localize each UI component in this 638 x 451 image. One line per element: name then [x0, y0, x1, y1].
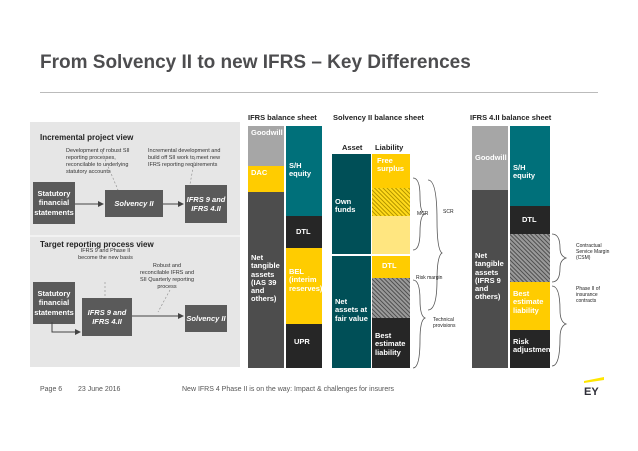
sii-own-funds-label: Own funds [335, 197, 356, 215]
note-incremental: Incremental development and build off SI… [148, 148, 221, 168]
sii-best-estimate-label: Best estimate liability [375, 331, 406, 357]
asset-heading: Asset [342, 143, 363, 152]
footer-page: Page 6 [40, 386, 63, 393]
ifrs-net-tangible: Net tangible assets (IAS 39 and others) [248, 192, 284, 368]
ifrs4-dtl: DTL [510, 206, 550, 234]
ifrs4-risk-adjustment-label: Risk adjustment [513, 337, 554, 355]
sii-net-assets-label: Net assets at fair value [335, 297, 368, 323]
ifrs-dtl: DTL [286, 216, 322, 248]
ifrs-sh-equity: S/H equity [286, 126, 322, 216]
ifrs4-dtl-label: DTL [522, 215, 537, 224]
ifrs-dac-label: DAC [251, 168, 268, 177]
ifrs4-csm-block [510, 234, 550, 282]
left-panel-connectors [30, 151, 240, 335]
ifrs4-csm-label: Contractual Service Margin (CSM) [576, 243, 610, 261]
sii-free-surplus-label: Free surplus [377, 156, 405, 174]
solvency-box-1: Solvency II [105, 190, 163, 217]
statutory-box-1: Statutory financial statements [33, 182, 75, 224]
incremental-heading: Incremental project view [40, 133, 134, 142]
ifrs-goodwill: Goodwill [248, 126, 284, 166]
ifrs48-box: IFRS 9 and IFRS 4.II [185, 185, 227, 223]
ifrs-upr-label: UPR [294, 337, 310, 346]
sii-risk-margin-block [372, 278, 410, 318]
ifrs4-net-tangible: Net tangible assets (IFRS 9 and others) [472, 190, 508, 368]
svg-text:EY: EY [584, 386, 599, 397]
sii-net-assets: Net assets at fair value [332, 256, 371, 368]
liability-heading: Liability [375, 143, 404, 152]
ifrs4-net-tangible-label: Net tangible assets (IFRS 9 and others) [475, 251, 504, 302]
ifrs42-box: IFRS 9 and IFRS 4.II [82, 298, 132, 336]
sii-mcr-block [372, 188, 410, 216]
ifrs4-best-estimate-label: Best estimate liability [513, 289, 544, 315]
sii-dtl: DTL [372, 256, 410, 278]
ifrs4-goodwill: Goodwill [472, 126, 508, 190]
footer-caption: New IFRS 4 Phase II is on the way: Impac… [182, 386, 395, 393]
ifrs-goodwill-label: Goodwill [251, 128, 283, 137]
sii-scr-label: SCR [443, 209, 454, 215]
ifrs4-heading: IFRS 4.II balance sheet [470, 113, 552, 122]
sii-free-surplus: Free surplus [372, 154, 410, 188]
ifrs4-braces [551, 233, 568, 367]
solvency-box-2: Solvency II [185, 305, 227, 332]
ifrs-dac: DAC [248, 166, 284, 192]
ifrs-upr: UPR [286, 324, 322, 368]
ey-logo: EY [584, 377, 604, 397]
ifrs-sh-equity-label: S/H equity [289, 161, 312, 179]
note-phase2: IFRS 9 and Phase II become the new basis [78, 248, 133, 261]
title-divider [40, 92, 598, 93]
ifrs4-risk-adjustment: Risk adjustment [510, 330, 554, 368]
solvency-heading: Solvency II balance sheet [333, 113, 424, 122]
sii-braces [412, 177, 443, 369]
statutory-box-2: Statutory financial statements [33, 282, 75, 324]
sii-best-estimate: Best estimate liability [372, 318, 410, 368]
sii-dtl-label: DTL [382, 261, 397, 270]
note-robust: Robust and reconcilable IFRS and SII Qua… [139, 263, 195, 290]
ifrs4-goodwill-label: Goodwill [475, 153, 507, 162]
sii-scr-block [372, 216, 410, 254]
ifrs-dtl-label: DTL [296, 227, 311, 236]
sii-risk-margin-label: Risk margin [416, 275, 443, 281]
page-title: From Solvency II to new IFRS – Key Diffe… [40, 52, 471, 73]
sii-mcr-label: MCR [417, 211, 429, 217]
ifrs4-sh-equity: S/H equity [510, 126, 550, 206]
ifrs4-best-estimate: Best estimate liability [510, 282, 550, 330]
sii-own-funds: Own funds [332, 154, 371, 254]
ifrs-bel: BEL (interim reserves) [286, 248, 322, 324]
target-heading: Target reporting process view [40, 240, 154, 249]
ifrs4-phase2-label: Phase II of insurance contracts [576, 286, 600, 304]
ifrs-bel-label: BEL (interim reserves) [289, 267, 323, 293]
ifrs-heading: IFRS balance sheet [248, 113, 317, 122]
sii-technical-provisions-label: Technical provisions [433, 317, 456, 329]
note-development: Development of robust SII reporting proc… [66, 148, 130, 175]
ifrs4-sh-equity-label: S/H equity [513, 163, 536, 181]
footer-date: 23 June 2016 [78, 386, 121, 393]
ifrs-net-tangible-label: Net tangible assets (IAS 39 and others) [251, 253, 280, 304]
